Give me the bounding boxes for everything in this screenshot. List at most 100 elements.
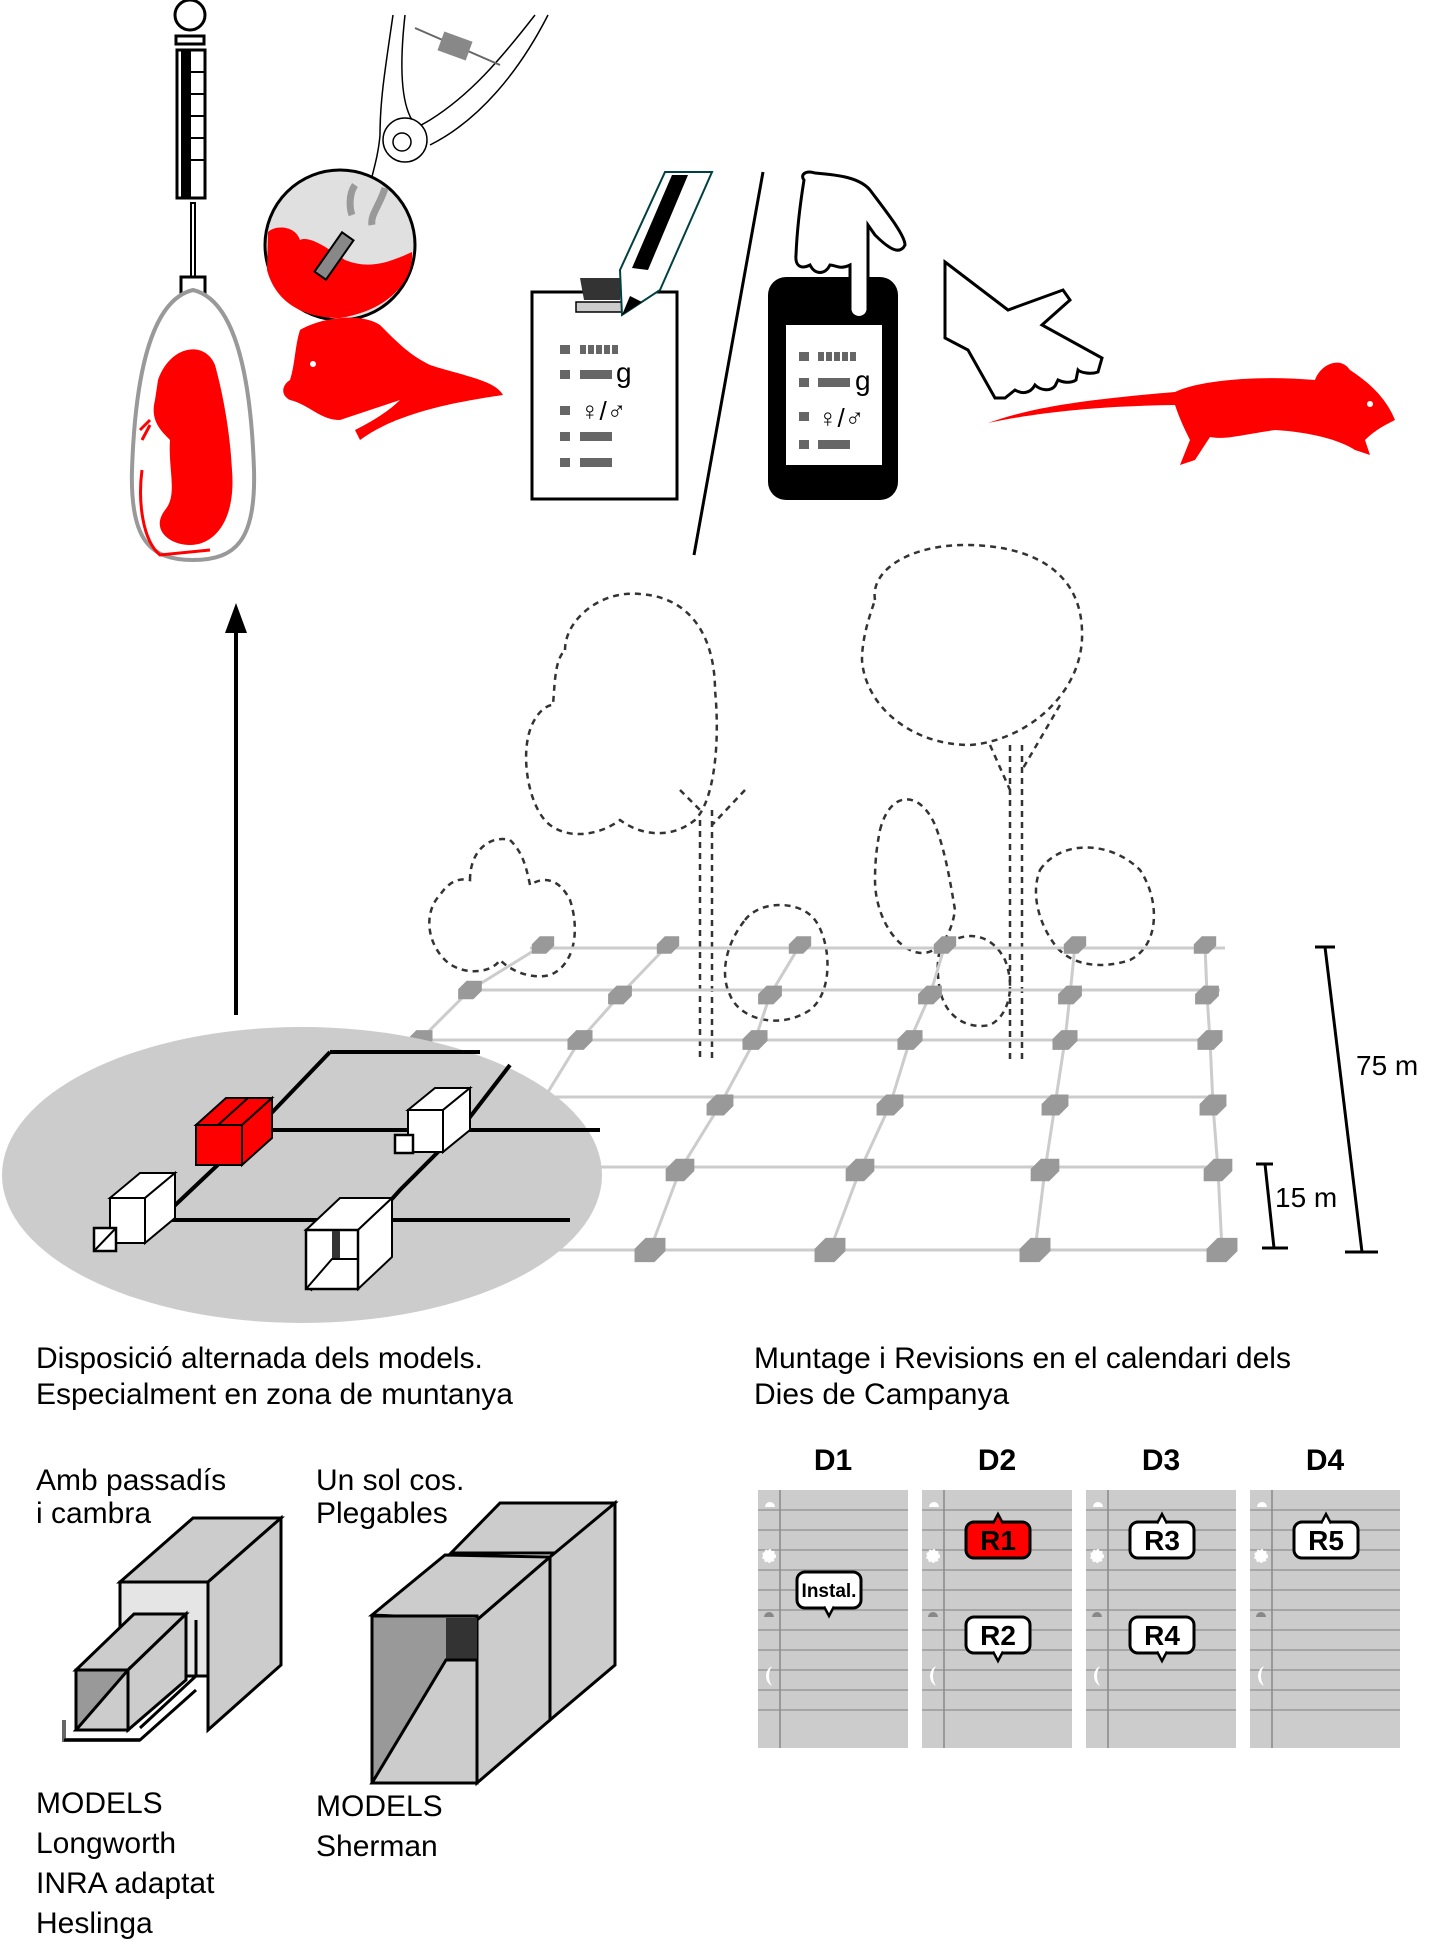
sherman-trap-drawing (368, 1499, 619, 1787)
divider-slash (692, 171, 765, 556)
grid-trap-marker (1193, 936, 1217, 954)
calendar-event-r1[interactable]: R1 (964, 1511, 1032, 1560)
grid-trap-marker (876, 1094, 904, 1116)
models-heading-1: MODELS (36, 1787, 163, 1820)
tree-canopy (860, 543, 1084, 747)
grid-trap-marker (1019, 1237, 1051, 1263)
moon-icon (930, 1666, 936, 1686)
clipboard-pencil-icon: g ♀/♂ (530, 171, 714, 501)
sunrise-icon (929, 1502, 939, 1507)
tree-canopy (1034, 846, 1156, 967)
tree-trunk (988, 704, 1062, 1060)
forest-trees (428, 543, 1156, 1060)
event-bubble-pointer (991, 1650, 1005, 1664)
calendar-day-header: D4 (1305, 1444, 1345, 1477)
sunrise-icon (1093, 1502, 1103, 1507)
models-list-1: MODELS Longworth INRA adaptat Heslinga (36, 1784, 214, 1944)
trap-type-2-line1: Un sol cos. (316, 1464, 465, 1497)
grid-trap-marker (567, 1030, 593, 1050)
event-label: R2 (980, 1620, 1016, 1651)
grid-trap-marker (706, 1094, 734, 1116)
calendar-event-r4[interactable]: R4 (1128, 1615, 1196, 1664)
scale-bar-75m (1315, 945, 1378, 1254)
tree-canopy (936, 934, 1012, 1028)
calendar-event-r5[interactable]: R5 (1292, 1511, 1360, 1560)
model-item: INRA adaptat (36, 1867, 215, 1900)
event-label: R4 (1144, 1620, 1180, 1651)
sunset-icon (928, 1612, 938, 1617)
trap-type-label-1: Amb passadís i cambra (36, 1464, 226, 1530)
event-bubble-pointer (822, 1605, 836, 1619)
sun-icon (762, 1549, 776, 1563)
grid-trap-marker (656, 936, 680, 954)
sun-icon (1254, 1549, 1268, 1563)
trap-type-1-line2: i cambra (36, 1497, 152, 1530)
event-bubble-pointer (1155, 1650, 1169, 1664)
calendar-day-header: D2 (977, 1444, 1017, 1477)
grid-trap-marker (1197, 1030, 1223, 1050)
tree-canopy (723, 903, 829, 1022)
layout-caption-line2: Especialment en zona de muntanya (36, 1378, 513, 1411)
grid-trap-marker (1199, 1094, 1227, 1116)
model-item: Sherman (316, 1830, 438, 1863)
calendar-caption: Muntage i Revisions en el calendari dels… (754, 1341, 1291, 1413)
event-label: R5 (1308, 1525, 1344, 1556)
tree-trunk (679, 789, 746, 1060)
trap-type-label-2: Un sol cos. Plegables (316, 1464, 464, 1530)
tree-canopy (873, 798, 957, 955)
smartphone-touch-icon: g ♀/♂ (768, 170, 907, 500)
event-bubble-pointer (991, 1511, 1005, 1525)
grid-trap-marker (742, 1030, 768, 1050)
moon-icon (1258, 1666, 1264, 1686)
moon-icon (1094, 1666, 1100, 1686)
scale-label-75m: 75 m (1356, 1050, 1418, 1081)
grid-trap-marker (531, 936, 555, 954)
grid-trap-marker (1041, 1094, 1069, 1116)
layout-caption: Disposició alternada dels models. Especi… (36, 1341, 513, 1413)
sunset-icon (1092, 1612, 1102, 1617)
spring-scale-with-bag-icon (129, 0, 257, 563)
grid-trap-marker (1195, 985, 1219, 1005)
grid-trap-marker (1203, 1158, 1233, 1182)
grid-trap-marker (1052, 1030, 1078, 1050)
grid-trap-marker (788, 936, 812, 954)
trap-type-1-line1: Amb passadís (36, 1464, 227, 1497)
grid-trap-marker (458, 980, 482, 1000)
hand-release-mouse-icon (943, 258, 1395, 465)
grid-trap-marker (845, 1158, 875, 1182)
tree-canopy (524, 592, 719, 836)
grid-trap-marker (758, 985, 782, 1005)
phone-weight-unit-label: g (855, 365, 871, 396)
trap-type-2-line2: Plegables (316, 1497, 448, 1530)
grid-trap-marker (634, 1237, 666, 1263)
sun-icon (1090, 1549, 1104, 1563)
event-label: Instal. (802, 1581, 857, 1602)
sex-symbols-label: ♀/♂ (580, 396, 626, 426)
model-item: Heslinga (36, 1907, 153, 1940)
scale-bar-15m (1256, 1162, 1288, 1250)
calendar-day-header: D3 (1141, 1444, 1181, 1477)
grid-trap-marker (608, 985, 632, 1005)
sunrise-icon (765, 1502, 775, 1507)
calendar-event-r3[interactable]: R3 (1128, 1511, 1196, 1560)
grid-trap-marker (1058, 985, 1082, 1005)
calendar-event-instal[interactable]: Instal. (795, 1570, 863, 1619)
sunset-icon (1256, 1612, 1266, 1617)
grid-trap-marker (1030, 1158, 1060, 1182)
calendar-day-column: R5 (1250, 1490, 1400, 1748)
grid-trap-marker (665, 1158, 695, 1182)
upward-arrow (225, 603, 247, 1015)
ear-tag-pliers-icon (263, 14, 549, 440)
event-bubble-pointer (1319, 1511, 1333, 1525)
moon-icon (766, 1666, 772, 1686)
models-list-2: MODELS Sherman (316, 1787, 443, 1867)
calendar-caption-line2: Dies de Campanya (754, 1378, 1010, 1411)
grid-trap-marker (814, 1237, 846, 1263)
calendar-event-r2[interactable]: R2 (964, 1615, 1032, 1664)
calendar-day-header: D1 (813, 1444, 853, 1477)
grid-trap-marker (1206, 1237, 1238, 1263)
grid-trap-marker (1063, 936, 1087, 954)
weight-unit-label: g (616, 357, 632, 388)
